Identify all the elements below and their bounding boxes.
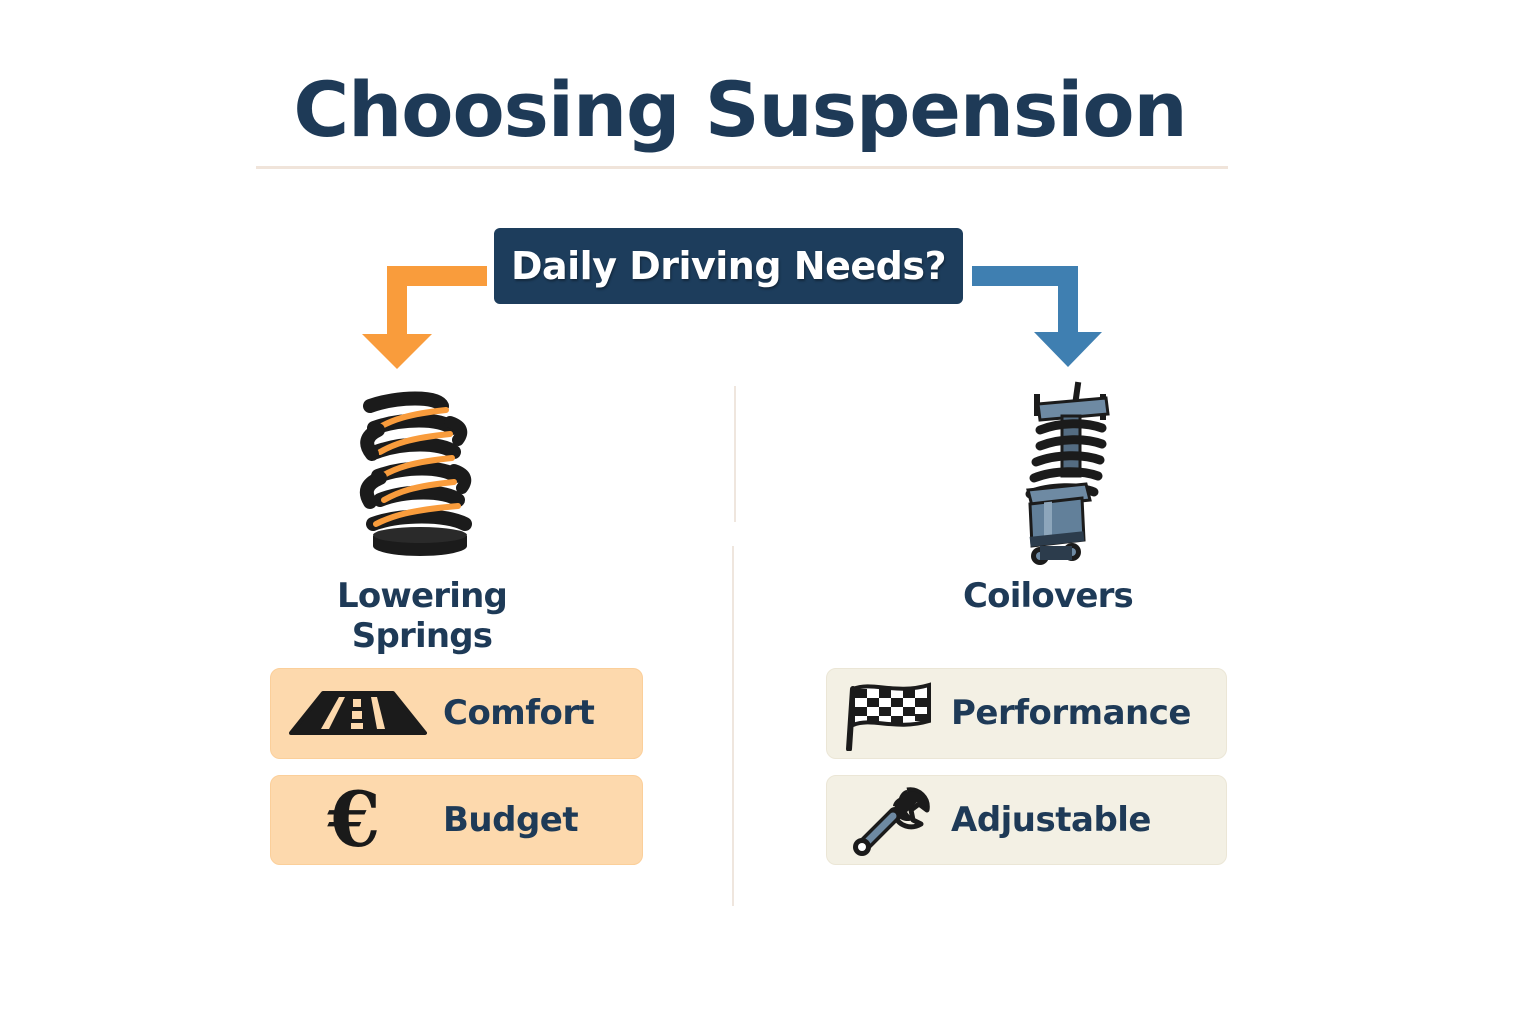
page-title: Choosing Suspension	[293, 65, 1187, 154]
feature-card-performance: Performance	[826, 668, 1227, 759]
coilovers-title: Coilovers	[962, 576, 1134, 616]
feature-label-budget: Budget	[443, 800, 579, 840]
feature-card-comfort: Comfort	[270, 668, 643, 759]
center-divider-lower	[732, 546, 734, 906]
center-divider-upper	[734, 386, 736, 522]
feature-label-comfort: Comfort	[443, 693, 595, 733]
feature-card-adjustable: Adjustable	[826, 775, 1227, 865]
lowering-springs-title: Lowering Springs	[336, 576, 508, 656]
coilover-icon	[1025, 381, 1110, 565]
left-branch-arrow	[362, 266, 487, 369]
right-branch-arrow	[972, 266, 1102, 367]
coil-spring-icon	[359, 391, 472, 556]
road-icon	[287, 687, 427, 739]
checkered-flag-icon	[845, 681, 935, 751]
feature-label-adjustable: Adjustable	[951, 800, 1152, 840]
feature-card-budget: € Budget	[270, 775, 643, 865]
title-divider	[256, 166, 1228, 169]
euro-icon: €	[327, 775, 381, 864]
decision-question: Daily Driving Needs?	[494, 228, 963, 304]
wrench-icon	[849, 784, 931, 860]
feature-label-performance: Performance	[951, 693, 1191, 733]
